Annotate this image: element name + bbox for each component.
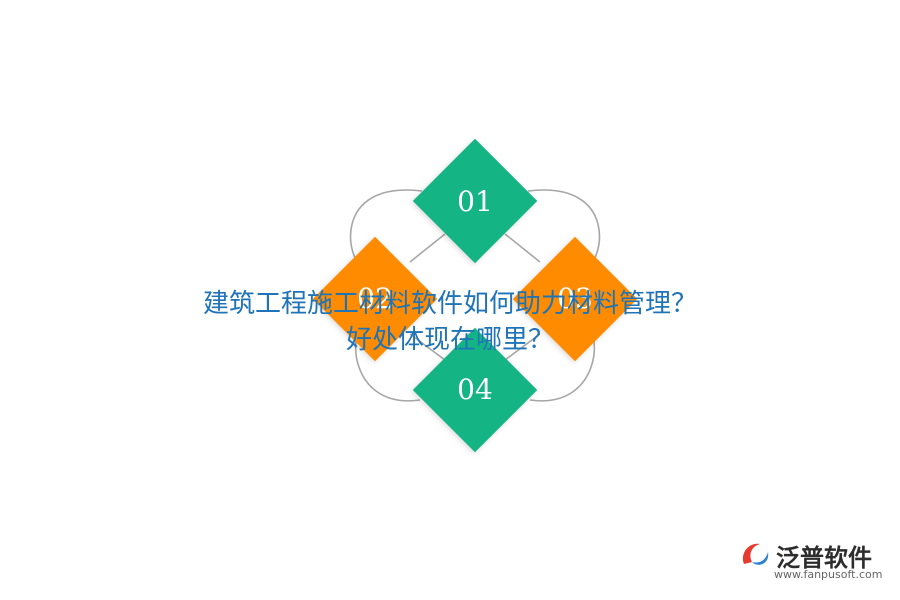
item-number-02: 02 bbox=[357, 282, 393, 315]
title-line-1: 建筑工程施工材料软件如何助力材料管理？ bbox=[202, 289, 697, 319]
fanpu-logo-icon bbox=[742, 543, 769, 565]
logo-name: 泛普软件 bbox=[776, 544, 872, 572]
item-number-03: 03 bbox=[557, 282, 593, 315]
inner-connector-lines bbox=[409, 233, 541, 361]
title-line-2: 好处体现在哪里？ bbox=[345, 325, 554, 355]
logo-url: www.fanpusoft.com bbox=[774, 568, 883, 581]
item-number-04: 04 bbox=[457, 373, 493, 406]
brand-logo: 泛普软件 www.fanpusoft.com bbox=[738, 538, 888, 588]
item-number-01: 01 bbox=[457, 185, 493, 218]
